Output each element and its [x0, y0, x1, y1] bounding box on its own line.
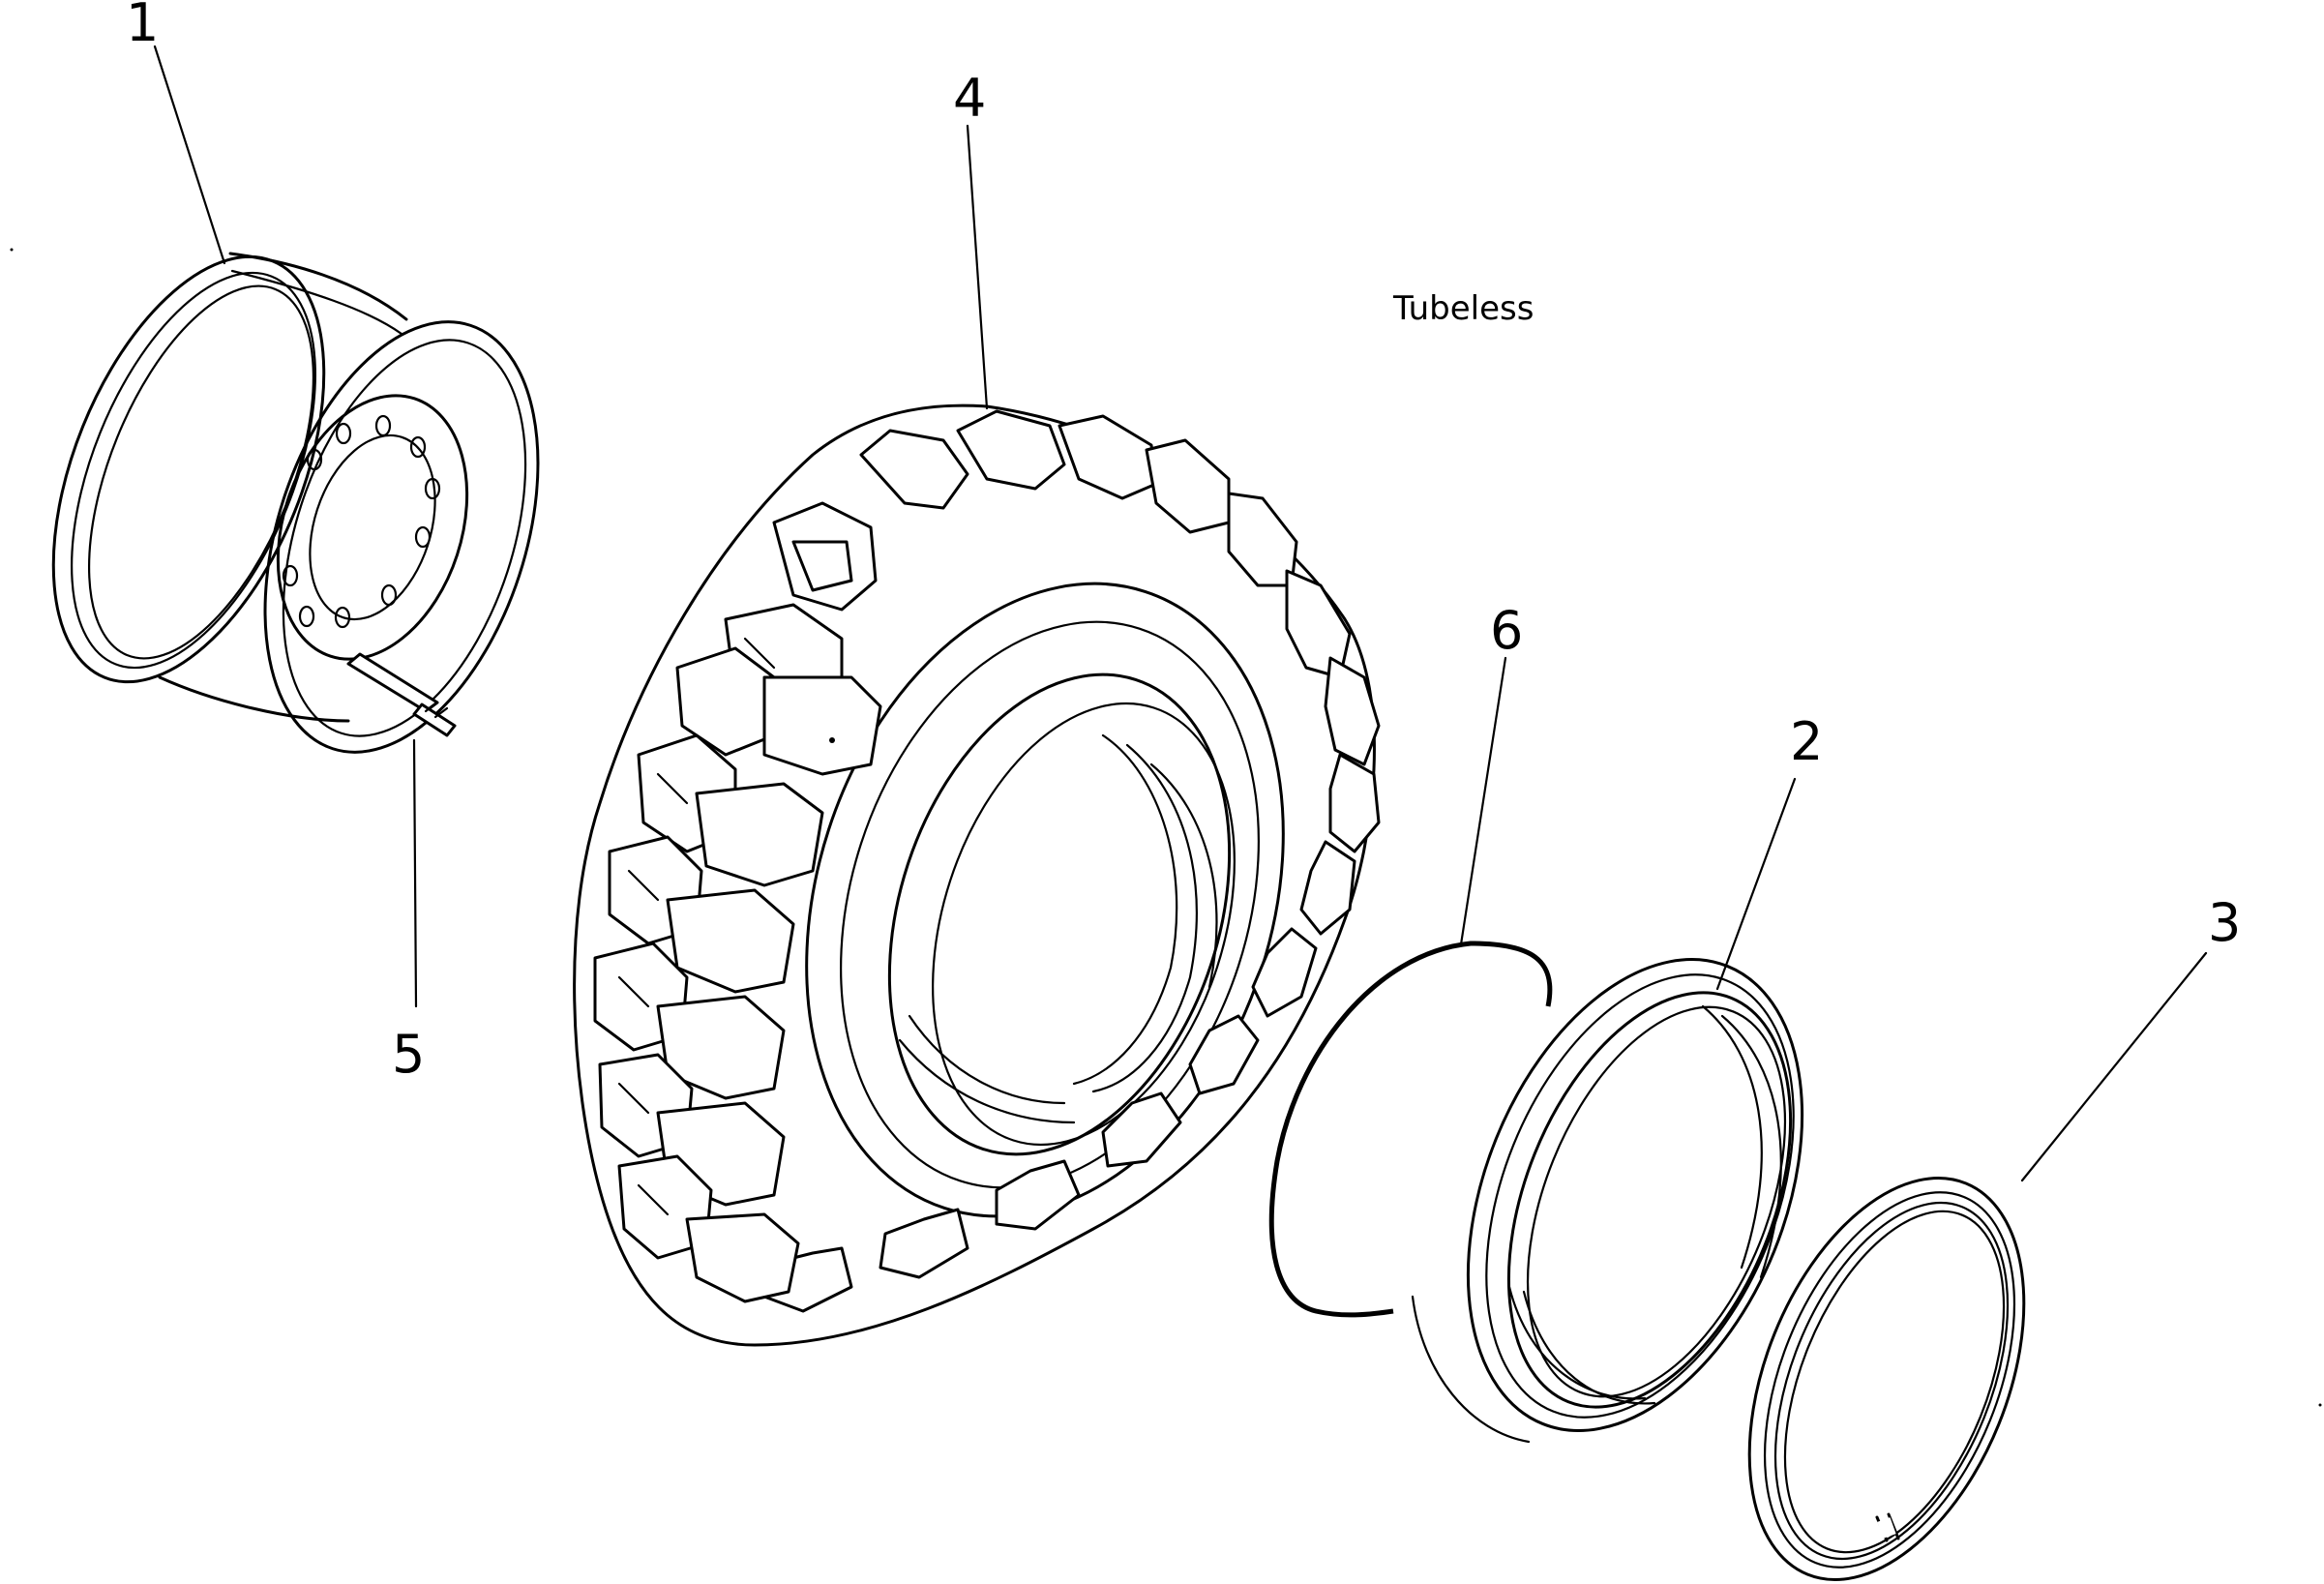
- speck-dot: [10, 248, 14, 252]
- tubeless-note: Tubeless: [1392, 289, 1534, 328]
- o-ring-drawing: [1268, 941, 1553, 1318]
- callout-1: 1: [126, 0, 159, 53]
- leader-line-3: [2020, 951, 2208, 1182]
- wheel-rim-drawing: [51, 252, 540, 754]
- leader-line-4: [966, 124, 989, 410]
- callout-5: 5: [392, 1024, 425, 1085]
- speck-dot: [2318, 1403, 2322, 1407]
- leader-line-6: [1459, 656, 1507, 946]
- leader-line-2: [1715, 777, 1797, 991]
- leader-lines: [153, 45, 2208, 1182]
- callout-6: 6: [1490, 600, 1523, 661]
- callout-4: 4: [953, 68, 986, 129]
- side-ring-drawing: [1411, 958, 1804, 1444]
- lock-ring-drawing: [1747, 1177, 2026, 1581]
- leader-line-1: [153, 45, 226, 265]
- tire-drawing: [573, 403, 1381, 1347]
- callout-2: 2: [1790, 711, 1823, 772]
- callout-3: 3: [2208, 892, 2241, 953]
- callout-labels: 1 4 5 6 2 3 Tubeless: [126, 0, 2241, 1085]
- leader-line-5: [412, 738, 418, 1008]
